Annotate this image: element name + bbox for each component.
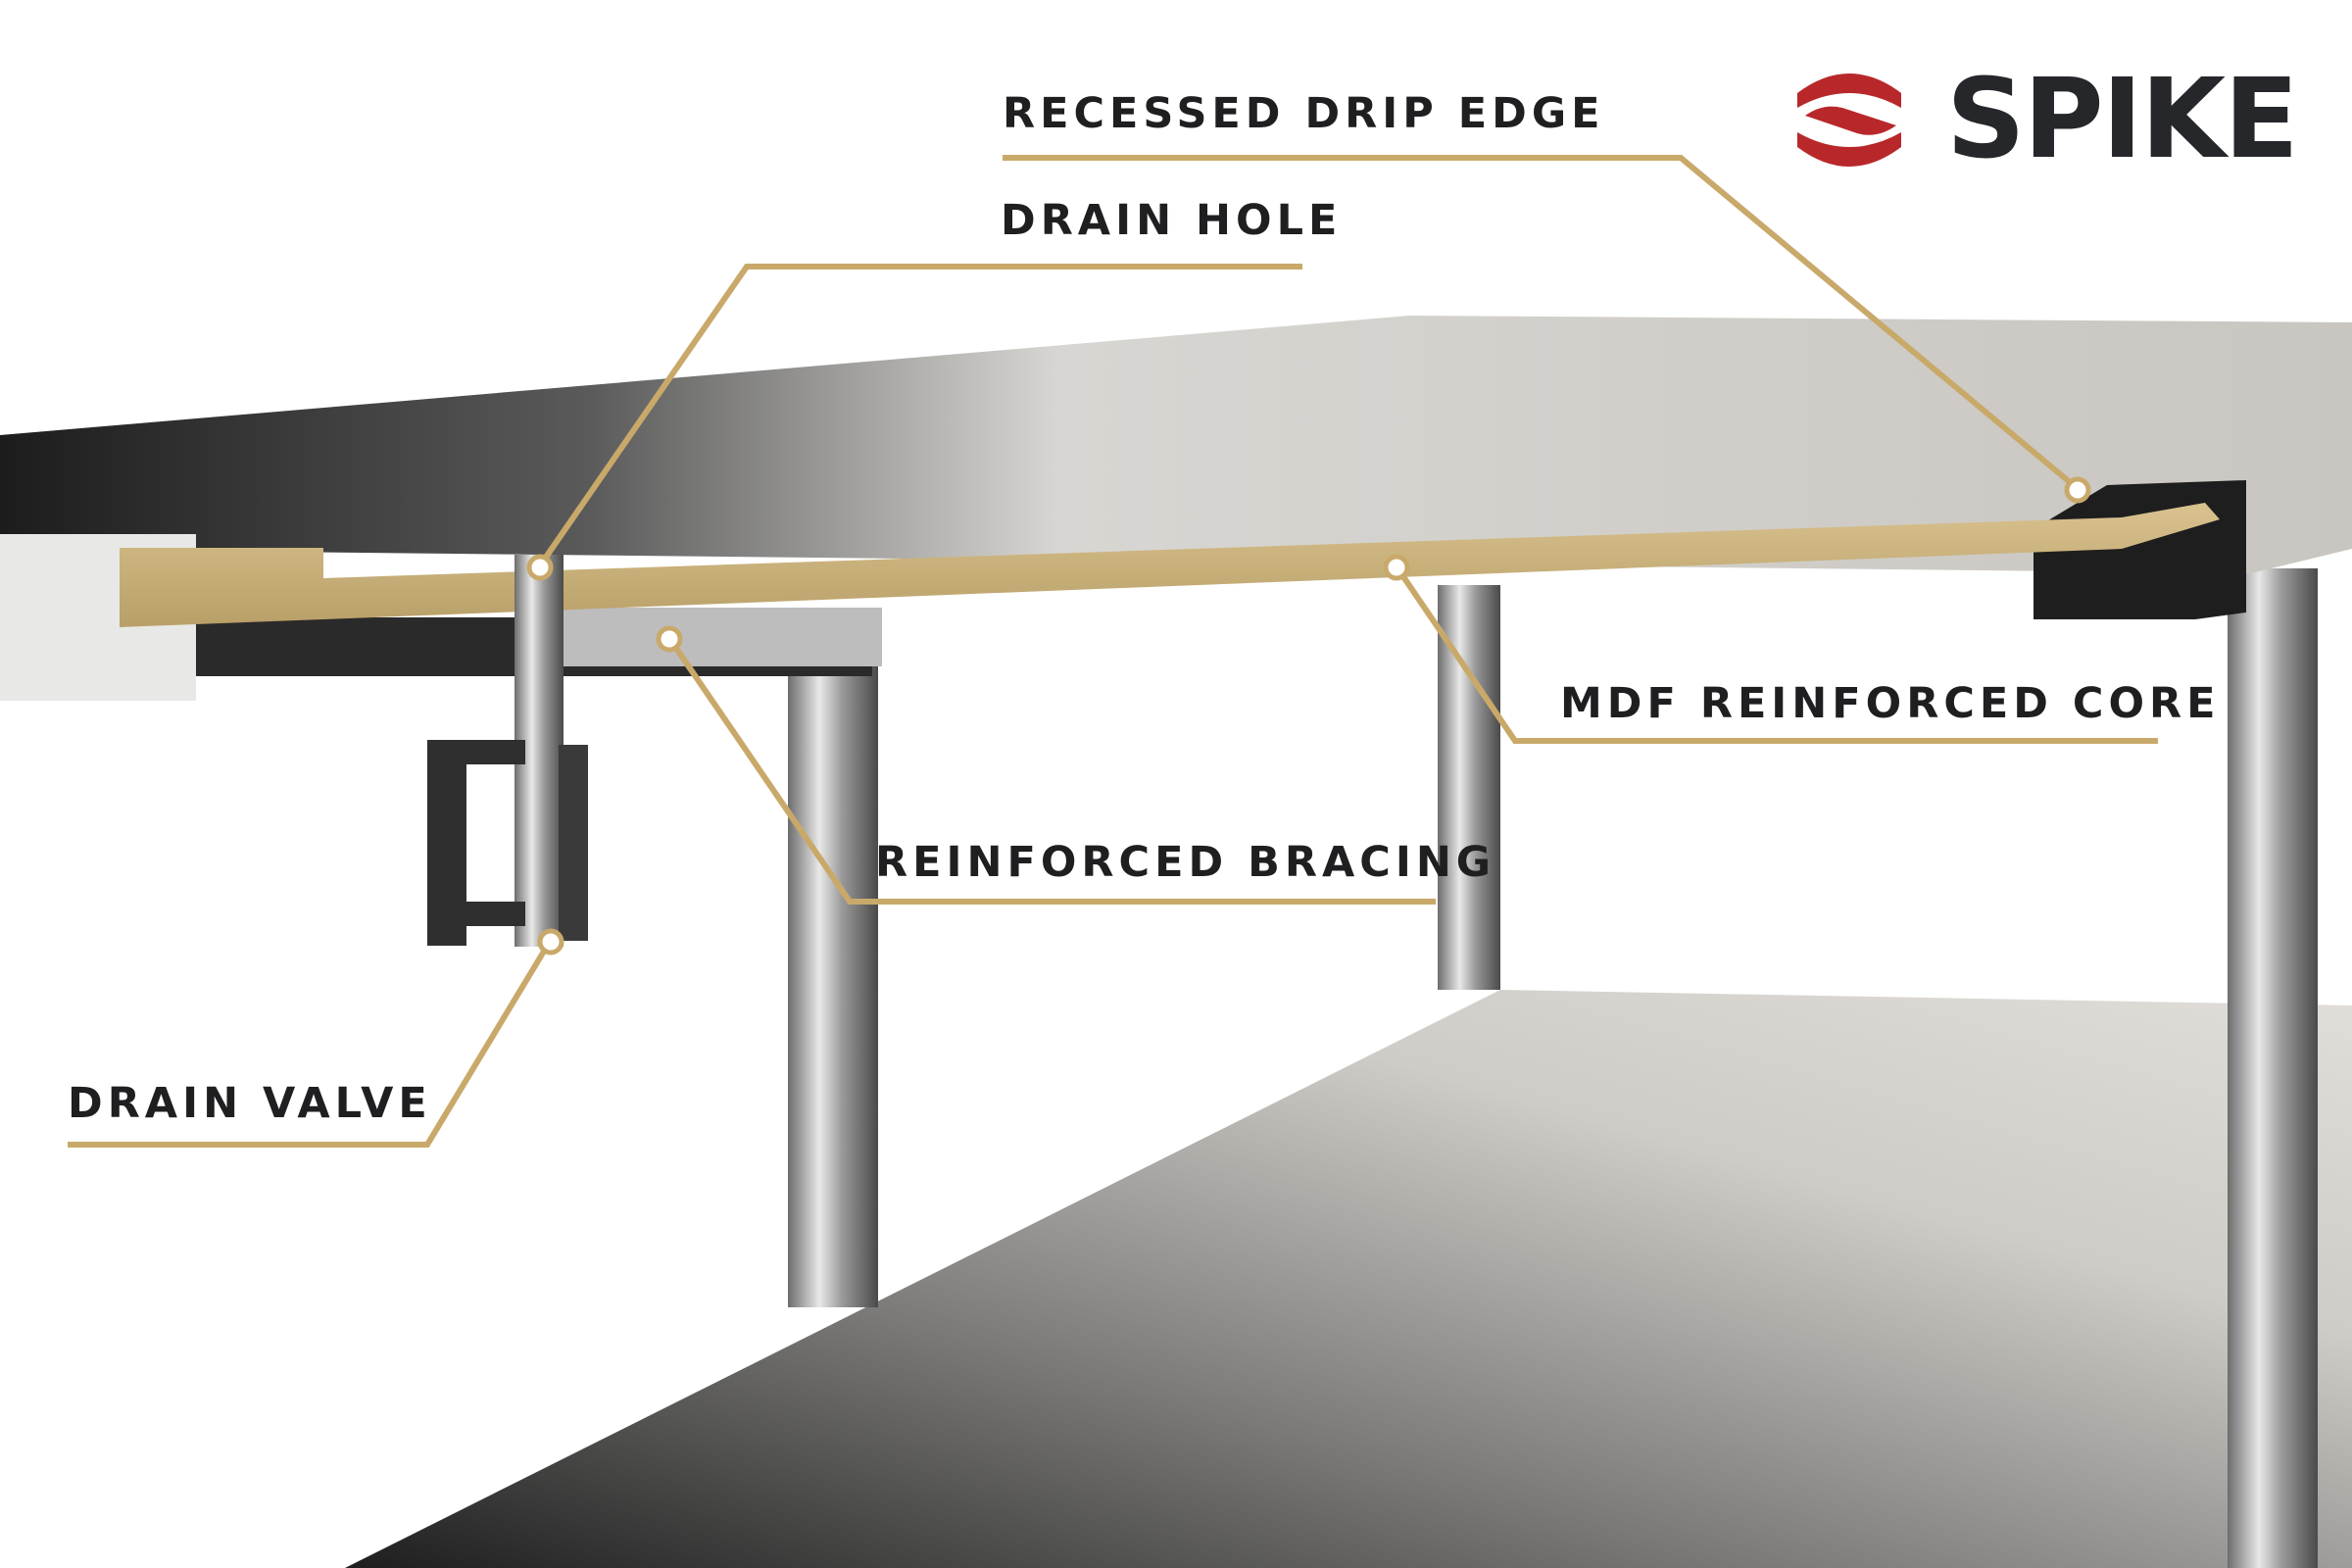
bracing-channel-inner	[549, 608, 882, 666]
callout-line-mdf-core	[1399, 573, 2158, 744]
label-drain-hole: DRAIN HOLE	[1001, 196, 1343, 245]
callout-dot	[1383, 554, 1410, 581]
spike-logo-icon	[1797, 74, 1901, 167]
mdf-core	[120, 503, 2220, 627]
table-leg	[1438, 585, 1500, 990]
callout-line-reinforced-bracing	[672, 645, 1436, 905]
callout-dot	[526, 554, 554, 581]
callout-line-drain-valve	[68, 948, 548, 1148]
tabletop-surface	[0, 316, 2352, 573]
drain-valve-assembly	[427, 555, 588, 947]
label-drain-valve: DRAIN VALVE	[68, 1079, 432, 1128]
table-leg	[2228, 568, 2318, 1568]
callout-line-drain-hole	[542, 264, 1302, 561]
table-leg	[788, 661, 878, 1307]
lower-shelf	[345, 990, 2352, 1568]
callout-dot	[537, 928, 564, 956]
callout-lines	[68, 155, 2158, 1148]
callout-dot	[656, 625, 683, 653]
callout-line-recessed-drip-edge	[1003, 155, 2072, 485]
label-recessed-drip-edge: RECESSED DRIP EDGE	[1003, 89, 1605, 138]
callout-dot	[2064, 476, 2091, 504]
spike-logo-text: SPIKE	[1946, 56, 2299, 183]
callout-dots	[526, 476, 2091, 956]
label-reinforced-bracing: REINFORCED BRACING	[875, 838, 1496, 887]
label-mdf-reinforced-core: MDF REINFORCED CORE	[1560, 679, 2221, 728]
